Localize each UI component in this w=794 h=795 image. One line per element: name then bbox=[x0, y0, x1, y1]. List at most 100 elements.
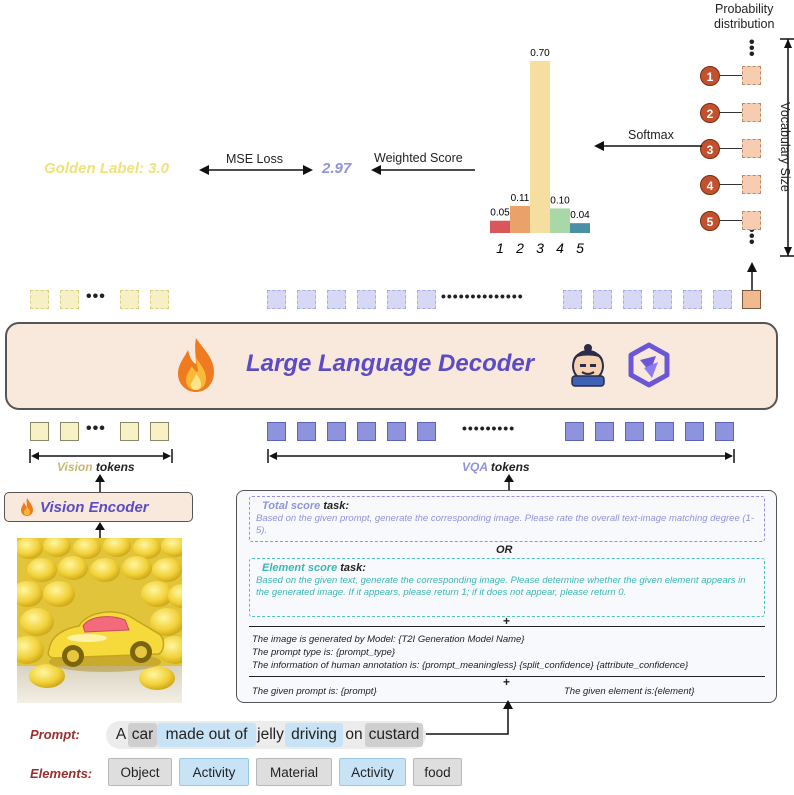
vqa-token bbox=[595, 422, 614, 441]
vision-tokens-label: Vision tokens bbox=[57, 460, 135, 474]
prompt-word: made out of bbox=[157, 723, 256, 747]
vision-encoder-block bbox=[4, 492, 193, 522]
mse-loss-label: MSE Loss bbox=[226, 152, 283, 166]
fire-icon bbox=[178, 338, 214, 392]
prompt-type-line: The prompt type is: {prompt_type} bbox=[252, 647, 396, 658]
prompt-word: on bbox=[345, 726, 363, 743]
vqa-token bbox=[357, 422, 376, 441]
vqa-token bbox=[715, 422, 734, 441]
bar-category-label: 2 bbox=[515, 240, 524, 256]
prob-connector bbox=[720, 220, 742, 221]
output-vqa-token bbox=[683, 290, 702, 309]
output-vqa-token bbox=[563, 290, 582, 309]
vqa-token bbox=[387, 422, 406, 441]
vqa-token bbox=[685, 422, 704, 441]
vision-word: Vision bbox=[57, 460, 93, 474]
vocab-size-label: Vocabulary Size bbox=[777, 102, 792, 192]
qwen-logo-icon bbox=[628, 342, 670, 388]
softmax-label: Softmax bbox=[628, 128, 674, 142]
output-vision-token bbox=[60, 290, 79, 309]
vision-token bbox=[30, 422, 49, 441]
tokens-word: tokens bbox=[490, 460, 530, 474]
generated-image bbox=[17, 538, 182, 703]
prompt-word: car bbox=[128, 723, 157, 747]
output-vision-token bbox=[120, 290, 139, 309]
vqa-tokens-span bbox=[267, 449, 735, 463]
prob-dots-bottom: ••• bbox=[749, 222, 755, 251]
prompt-word: jelly bbox=[257, 726, 284, 743]
prob-connector bbox=[720, 184, 742, 185]
golden-label: Golden Label: 3.0 bbox=[44, 160, 170, 177]
element-chip: Activity bbox=[339, 758, 406, 786]
prompt-connector-arrow bbox=[422, 700, 513, 735]
vqa-tokens-label: VQA tokens bbox=[462, 460, 530, 474]
image-up-arrow bbox=[95, 522, 105, 538]
vqa-token bbox=[417, 422, 436, 441]
prob-connector bbox=[720, 75, 742, 76]
annotation-line: The information of human annotation is: … bbox=[252, 660, 689, 671]
bar-3 bbox=[530, 61, 550, 233]
divider bbox=[249, 676, 765, 677]
prompt-label: Prompt: bbox=[30, 727, 80, 742]
given-element-line: The given element is:{element} bbox=[564, 686, 695, 697]
element-chip: Material bbox=[256, 758, 332, 786]
answer-up-arrow bbox=[747, 262, 757, 290]
encoder-up-arrow bbox=[95, 474, 105, 492]
vocab-size-arrow bbox=[780, 38, 794, 257]
element-score-text: Based on the given text, generate the co… bbox=[256, 575, 746, 598]
vqa-token bbox=[565, 422, 584, 441]
vision-token bbox=[150, 422, 169, 441]
prompt-word: A bbox=[115, 726, 127, 743]
output-vqa-token bbox=[267, 290, 286, 309]
element-chip: Object bbox=[108, 758, 172, 786]
output-vqa-token bbox=[653, 290, 672, 309]
prob-dots-top: ••• bbox=[749, 34, 755, 63]
output-vqa-token bbox=[297, 290, 316, 309]
prob-index-circle: 5 bbox=[700, 211, 720, 231]
total-score-heading: Total score task: bbox=[256, 499, 758, 513]
weighted-score-label: Weighted Score bbox=[374, 151, 463, 165]
element-score-heading: Element score task: bbox=[256, 561, 758, 575]
output-vqa-token bbox=[713, 290, 732, 309]
prompt-up-arrow bbox=[504, 474, 514, 490]
given-prompt-line: The given prompt is: {prompt} bbox=[252, 686, 377, 697]
vision-tokens-span bbox=[29, 449, 173, 463]
tokens-word: tokens bbox=[95, 460, 135, 474]
bar-1 bbox=[490, 220, 510, 233]
ellipsis: ••• bbox=[86, 420, 106, 437]
prob-title-line1: Probability bbox=[715, 2, 774, 16]
plus-sign: + bbox=[503, 675, 511, 689]
element-score-title: Element score bbox=[262, 562, 338, 574]
prob-token-box bbox=[742, 66, 761, 85]
vqa-word: VQA bbox=[462, 460, 488, 474]
prob-connector bbox=[720, 112, 742, 113]
bar-4 bbox=[550, 208, 570, 233]
prob-index-circle: 1 bbox=[700, 66, 720, 86]
prompt-word: custard bbox=[365, 723, 423, 747]
bar-value-label: 0.10 bbox=[550, 195, 570, 206]
bar-value-label: 0.11 bbox=[511, 193, 530, 204]
plus-sign: + bbox=[503, 614, 511, 628]
decoder-title: Large Language Decoder bbox=[246, 350, 535, 377]
element-chip: food bbox=[413, 758, 462, 786]
model-line: The image is generated by Model: {T2I Ge… bbox=[252, 634, 525, 645]
divider bbox=[249, 626, 765, 627]
element-chip: Activity bbox=[179, 758, 249, 786]
vqa-token bbox=[625, 422, 644, 441]
bar-value-label: 0.70 bbox=[530, 48, 550, 59]
score-value: 2.97 bbox=[322, 160, 352, 177]
ellipsis: ••• bbox=[86, 288, 106, 305]
elements-label: Elements: bbox=[30, 766, 93, 781]
prob-token-box bbox=[742, 103, 761, 122]
vqa-token bbox=[655, 422, 674, 441]
element-score-task-word: task: bbox=[340, 562, 366, 574]
prob-index-circle: 4 bbox=[700, 175, 720, 195]
output-vqa-token bbox=[357, 290, 376, 309]
output-vqa-token bbox=[327, 290, 346, 309]
output-vision-token bbox=[30, 290, 49, 309]
prob-token-box bbox=[742, 139, 761, 158]
prompt-template-box bbox=[236, 490, 777, 703]
softmax-arrow bbox=[594, 141, 702, 151]
output-answer-token bbox=[742, 290, 761, 309]
